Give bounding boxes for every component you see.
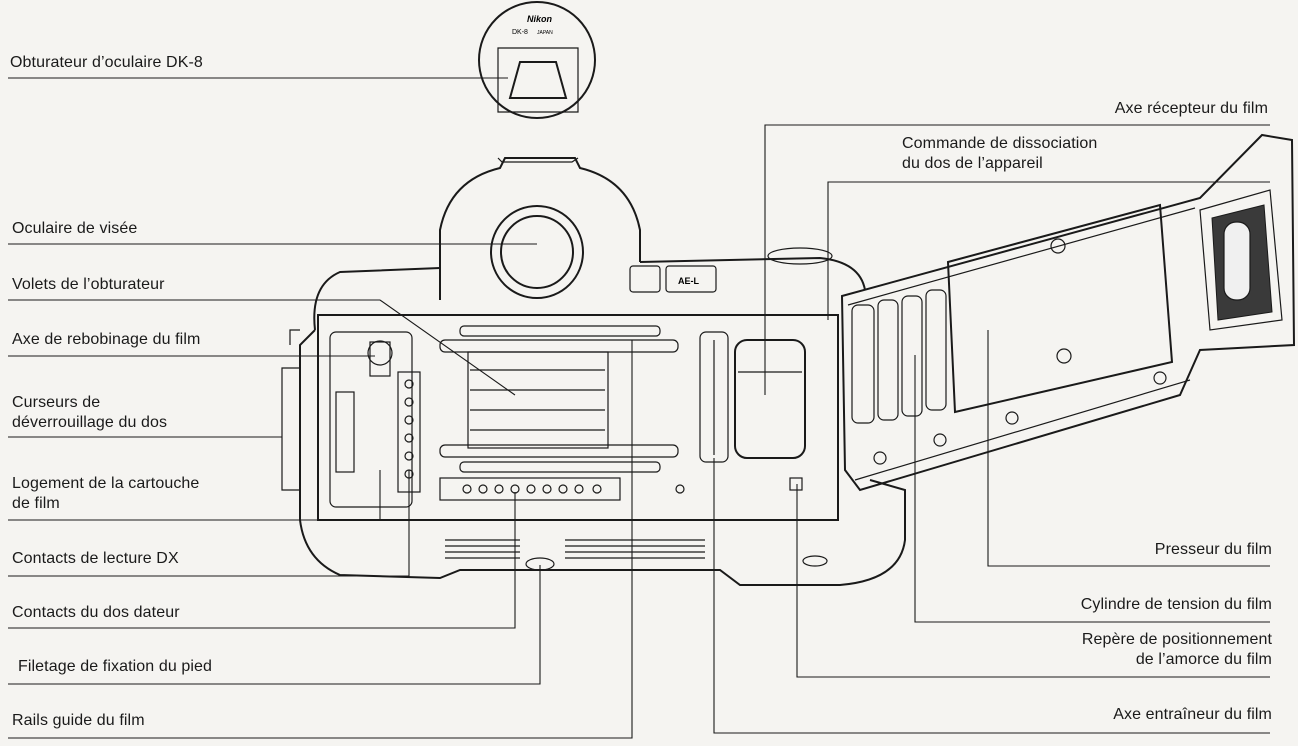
label-data-back-contacts: Contacts du dos dateur [12, 604, 180, 621]
label-eyepiece-shutter: Obturateur d’oculaire DK-8 [10, 54, 203, 71]
leader-lines [8, 77, 1270, 739]
label-rewind-shaft: Axe de rebobinage du film [12, 331, 201, 348]
cap-brand-text: Nikon [527, 14, 553, 24]
label-tension-roller: Cylindre de tension du film [1080, 596, 1272, 613]
camera-back-door [840, 133, 1296, 492]
cap-origin-text: JAPAN [537, 30, 553, 36]
label-pressure-plate: Presseur du film [1154, 541, 1272, 558]
label-drive-sprocket: Axe entraîneur du film [1113, 706, 1272, 723]
label-film-guide-rails: Rails guide du film [12, 712, 145, 729]
label-leader-index: Repère de positionnement de l’amorce du … [1081, 631, 1272, 668]
label-tripod-socket: Filetage de fixation du pied [18, 658, 213, 675]
label-film-cartridge-chamber: Logement de la cartouche de film [12, 475, 200, 512]
ae-l-badge: AE-L [678, 276, 699, 286]
label-back-unlock-sliders: Curseurs de déverrouillage du dos [12, 394, 168, 431]
label-dx-contacts: Contacts de lecture DX [12, 550, 179, 567]
label-shutter-curtains: Volets de l’obturateur [12, 276, 165, 293]
label-take-up-spool: Axe récepteur du film [1114, 100, 1268, 117]
camera-body: AE-L [281, 157, 906, 586]
label-viewfinder-eyepiece: Oculaire de visée [12, 220, 138, 237]
label-back-release: Commande de dissociation du dos de l’app… [902, 135, 1098, 172]
cap-model-text: DK-8 [512, 29, 528, 36]
eyepiece-cap-illustration: Nikon DK-8 JAPAN [478, 1, 596, 119]
